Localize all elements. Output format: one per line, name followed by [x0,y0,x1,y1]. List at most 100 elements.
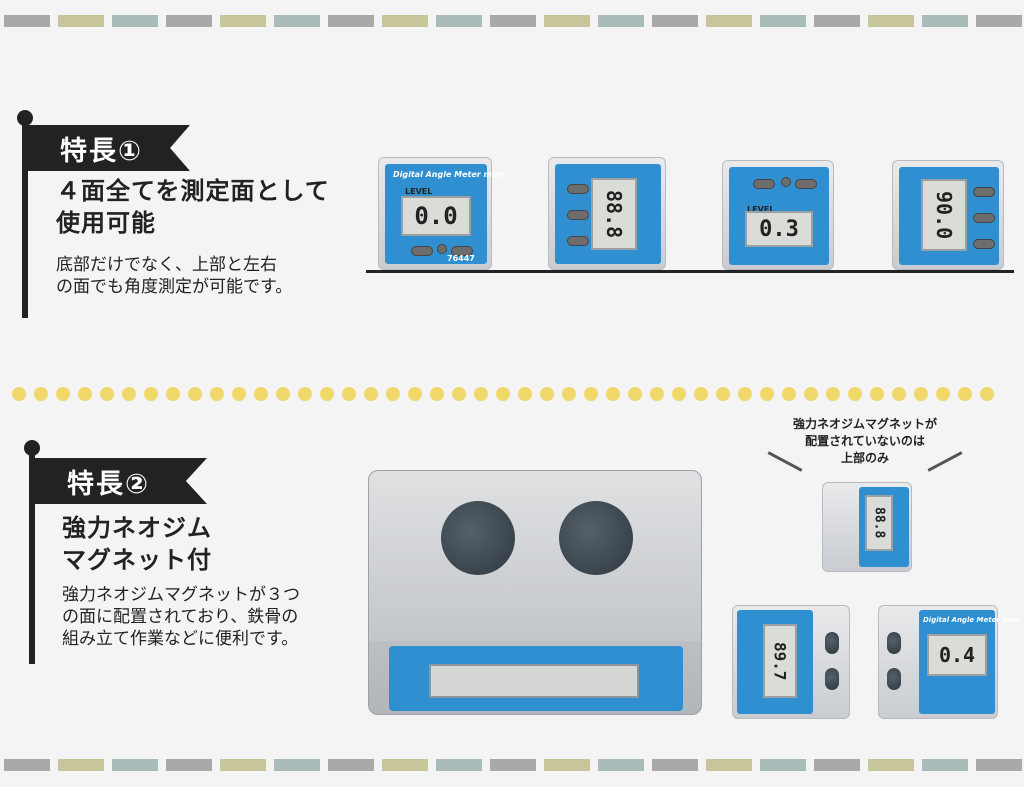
device-face: LEVEL 0.3 [729,167,829,265]
dash-segment [922,15,968,27]
flag-pole [29,448,35,664]
dash-segment [706,15,752,27]
dot [760,387,774,401]
dash-segment [436,759,482,771]
button [795,179,817,189]
lcd-display: 88.8 [591,178,637,250]
magnet-icon [441,501,515,575]
dot [650,387,664,401]
device-face: 88.8 [859,487,909,567]
dash-segment [166,15,212,27]
lcd-display: 0.4 [927,634,987,676]
dot [320,387,334,401]
dash-segment [220,759,266,771]
dot [870,387,884,401]
dot [496,387,510,401]
dot [474,387,488,401]
dot [584,387,598,401]
magnet-icon [887,632,901,654]
dot [694,387,708,401]
dot [716,387,730,401]
dot [232,387,246,401]
dash-segment [922,759,968,771]
shelf-line [366,270,1014,273]
dash-segment [382,15,428,27]
dash-segment [112,759,158,771]
feature-badge-label: 特長② [67,468,150,500]
device-face: Digital Angle Meter mini LEVEL 0.0 76447 [385,164,503,264]
dot [276,387,290,401]
dash-segment [814,15,860,27]
description-line: 底部だけでなく、上部と左右 [56,255,277,275]
product-name: Digital Angle Meter mini [393,170,504,179]
product-name: Digital Angle Meter mini [923,616,1020,624]
device-face [389,646,683,711]
button [973,239,995,249]
button [973,213,995,223]
dash-segment [274,759,320,771]
description-line: の面でも角度測定が可能です。 [56,277,293,297]
dash-segment [328,15,374,27]
dash-segment [4,759,50,771]
feature-description: 強力ネオジムマグネットが３つ の面に配置されており、鉄骨の 組み立て作業などに便… [62,584,300,650]
flag-pole [22,118,28,318]
lcd-reading: 89.7 [770,641,790,681]
heading-line: ４面全てを測定面として [56,177,330,205]
dash-segment [868,759,914,771]
dot [452,387,466,401]
callout-line: 上部のみ [840,451,889,465]
lcd-window [429,664,639,698]
button [567,236,589,246]
feature-badge-label: 特長① [60,135,143,167]
dash-segment [58,759,104,771]
dot [430,387,444,401]
device-photo-right-view: Digital Angle Meter mini 0.4 [878,605,1019,719]
dash-segment [382,759,428,771]
lcd-reading: 0.0 [414,202,458,230]
dot [672,387,686,401]
lcd-reading: 0.3 [759,216,799,242]
dot [408,387,422,401]
dot [166,387,180,401]
dot [848,387,862,401]
dot [364,387,378,401]
dash-segment [4,15,50,27]
device-face: Digital Angle Meter mini 0.4 [919,610,1019,714]
lcd-reading: 88.8 [871,507,887,539]
feature-heading: 強力ネオジム マグネット付 [62,512,212,576]
button [753,179,775,189]
lcd-reading: 88.8 [602,189,626,239]
magnet-icon [825,632,839,654]
dot [628,387,642,401]
heading-line: マグネット付 [62,546,212,574]
description-line: 組み立て作業などに便利です。 [62,629,299,649]
dot [892,387,906,401]
button [567,210,589,220]
top-dashed-border [0,15,1024,27]
dash-segment [490,759,536,771]
dot [914,387,928,401]
device-top-surface [369,471,701,641]
dash-segment [166,759,212,771]
level-label: LEVEL [405,187,433,196]
dash-segment [328,759,374,771]
dot [936,387,950,401]
dash-segment [436,15,482,27]
description-line: の面に配置されており、鉄骨の [62,607,299,627]
level-label: LEVEL [747,205,775,214]
button [781,177,791,187]
dotted-divider [12,387,994,401]
lcd-display: 0.3 [745,211,813,247]
dash-segment [814,759,860,771]
lcd-display: 89.7 [763,624,797,698]
dot [78,387,92,401]
dot [254,387,268,401]
magnet-icon [559,501,633,575]
heading-line: 使用可能 [56,209,156,237]
feature-badge: 特長② [31,458,207,504]
lcd-display: 0.0 [401,196,471,236]
dash-segment [652,15,698,27]
dot [188,387,202,401]
lcd-display: 88.8 [865,495,893,551]
dot [386,387,400,401]
